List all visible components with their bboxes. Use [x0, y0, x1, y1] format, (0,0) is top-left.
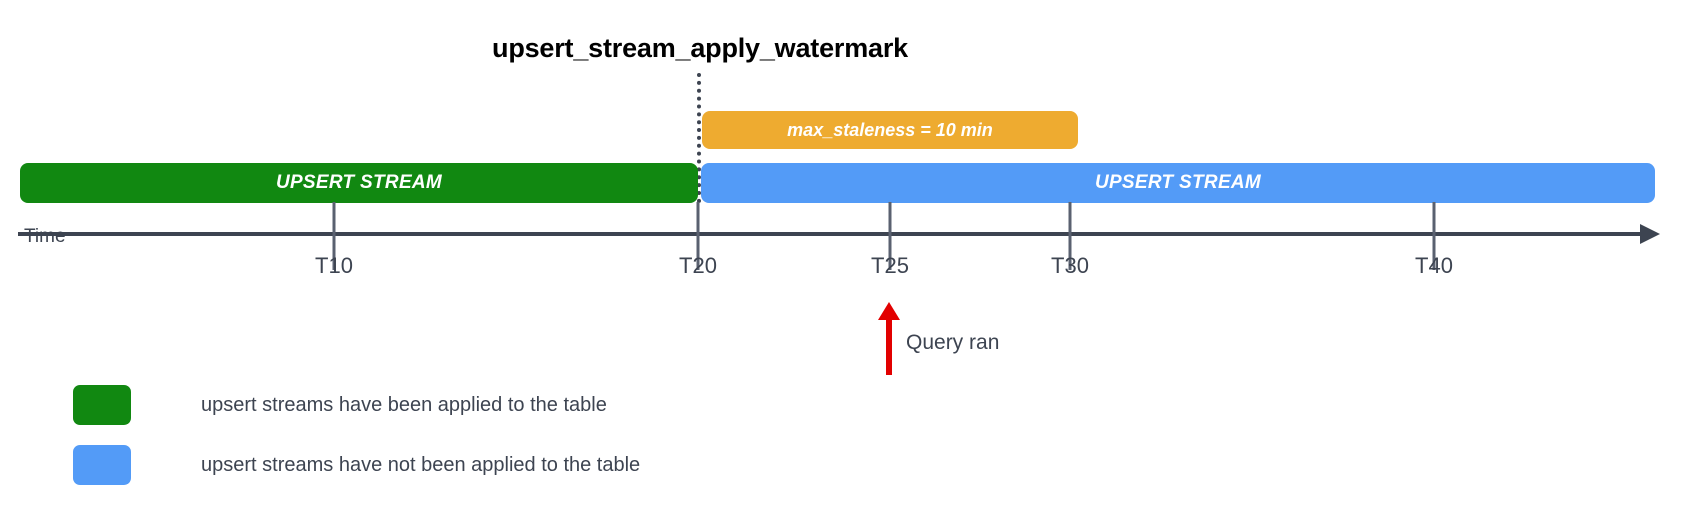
axis-tick-t40: [1432, 202, 1436, 270]
axis-tick-t30: [1068, 202, 1072, 270]
query-ran-arrow-icon: [886, 318, 892, 375]
axis-tick-label-t20: T20: [679, 253, 717, 278]
upsert-stream-bar-applied: UPSERT STREAM: [20, 163, 698, 203]
legend-swatch-not-applied-icon: [73, 445, 131, 485]
query-ran-label: Query ran: [906, 331, 1000, 354]
axis-tick-t10: [332, 202, 336, 270]
legend-item-not-applied: upsert streams have not been applied to …: [73, 445, 640, 485]
legend-label-applied: upsert streams have been applied to the …: [201, 393, 607, 416]
upsert-stream-applied-label: UPSERT STREAM: [275, 172, 443, 193]
legend-label-not-applied: upsert streams have not been applied to …: [201, 453, 641, 476]
watermark-marker-line: [697, 73, 701, 203]
max-staleness-bar: max_staleness = 10 min: [702, 111, 1078, 149]
upsert-stream-bar-not-applied: UPSERT STREAM: [701, 163, 1655, 203]
axis-tick-label-t25: T25: [871, 253, 909, 278]
axis-tick-label-t10: T10: [315, 253, 353, 278]
axis-tick-t20: [696, 202, 700, 270]
query-ran-arrowhead-icon: [878, 302, 900, 320]
time-axis-line: [18, 232, 1646, 236]
time-axis-arrow-icon: [1640, 224, 1660, 244]
axis-tick-t25: [888, 202, 892, 270]
axis-tick-label-t40: T40: [1415, 253, 1453, 278]
legend-item-applied: upsert streams have been applied to the …: [73, 385, 640, 425]
upsert-stream-not-applied-label: UPSERT STREAM: [1094, 172, 1262, 193]
legend: upsert streams have been applied to the …: [73, 385, 640, 505]
legend-swatch-applied-icon: [73, 385, 131, 425]
axis-tick-label-t30: T30: [1051, 253, 1089, 278]
max-staleness-label: max_staleness = 10 min: [787, 119, 993, 140]
page-title: upsert_stream_apply_watermark: [492, 33, 908, 63]
time-axis-caption: Time: [24, 226, 66, 247]
